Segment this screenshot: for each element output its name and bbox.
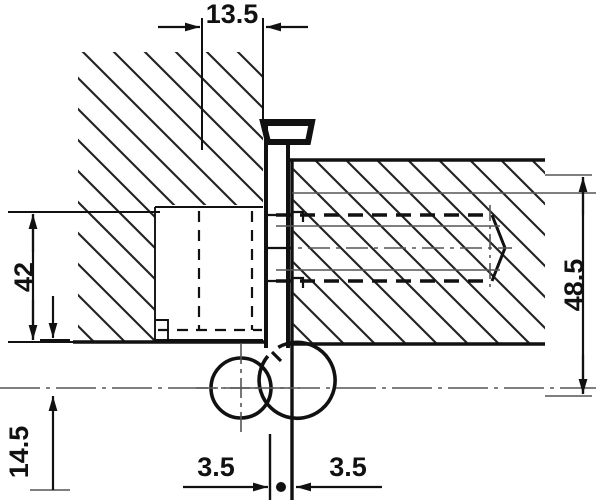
dimension-label-13-5: 13.5 bbox=[206, 0, 259, 29]
dimension-3-5-right: 3.5 bbox=[296, 452, 382, 492]
frame-recess-pocket bbox=[154, 206, 263, 341]
hinge-cap-cover bbox=[259, 119, 316, 145]
bottom-extension-lines bbox=[268, 434, 294, 500]
extension-lines bbox=[8, 18, 264, 343]
extension-lines-thin bbox=[30, 174, 592, 491]
hidden-fixing-screw bbox=[270, 205, 512, 292]
door-frame-section bbox=[73, 52, 268, 344]
dimension-14-5: 14.5 bbox=[4, 396, 58, 490]
hinge-pin-knuckle bbox=[196, 340, 337, 434]
dimension-label-48-5: 48.5 bbox=[559, 259, 589, 312]
dimension-3-5-left: 3.5 bbox=[183, 452, 268, 492]
recess-depth-pointer bbox=[40, 296, 70, 341]
dimension-13-5: 13.5 bbox=[158, 0, 308, 32]
door-leaf-section bbox=[288, 158, 596, 346]
hinge-plate-screw-seats bbox=[268, 210, 305, 288]
dimension-48-5: 48.5 bbox=[559, 177, 589, 394]
origin-dot bbox=[276, 482, 286, 492]
dimension-label-3-5-left: 3.5 bbox=[197, 452, 235, 482]
dimension-42: 42 bbox=[9, 214, 39, 340]
dimension-label-42: 42 bbox=[9, 262, 39, 292]
dimension-label-14-5: 14.5 bbox=[4, 426, 34, 479]
dimension-label-3-5-right: 3.5 bbox=[329, 452, 367, 482]
hidden-hinge-arm bbox=[158, 211, 262, 332]
